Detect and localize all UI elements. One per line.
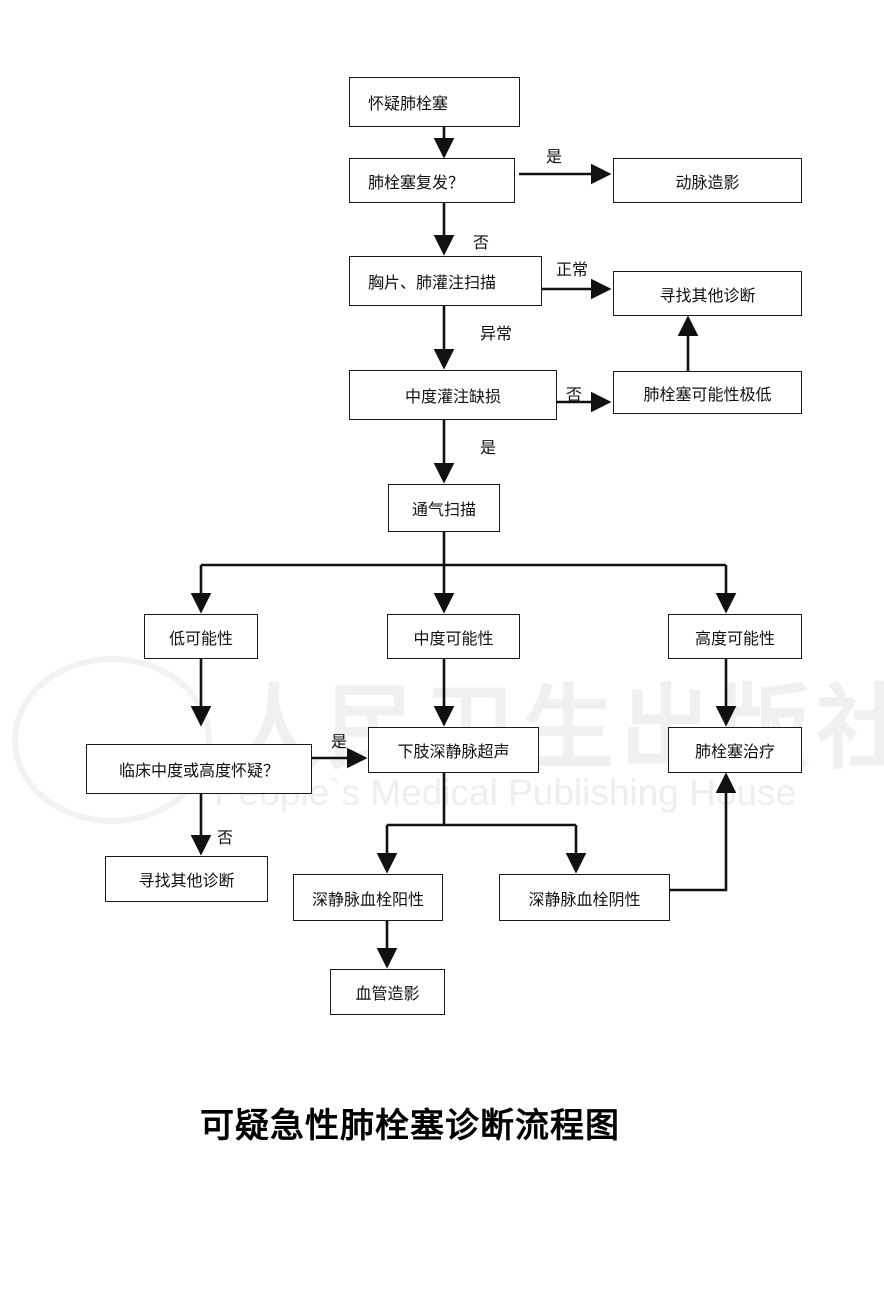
- node-pe-recurrent: 肺栓塞复发？: [349, 158, 515, 203]
- node-angiography: 血管造影: [330, 969, 445, 1015]
- node-suspect-pe: 怀疑肺栓塞: [349, 77, 520, 127]
- node-moderate-probability: 中度可能性: [387, 614, 520, 659]
- node-pe-treatment: 肺栓塞治疗: [668, 727, 802, 773]
- node-pe-very-unlikely: 肺栓塞可能性极低: [613, 371, 802, 414]
- node-find-other-diagnosis-2: 寻找其他诊断: [105, 856, 268, 902]
- page-title: 可疑急性肺栓塞诊断流程图: [200, 1106, 620, 1146]
- node-dvt-negative: 深静脉血栓阴性: [499, 874, 670, 921]
- node-ventilation-scan: 通气扫描: [388, 484, 500, 532]
- edge-label-scan-normal: 正常: [556, 260, 589, 279]
- node-low-probability: 低可能性: [144, 614, 258, 659]
- node-high-probability: 高度可能性: [668, 614, 802, 659]
- node-find-other-diagnosis-1: 寻找其他诊断: [613, 271, 802, 316]
- node-chest-xray-perfusion-scan: 胸片、肺灌注扫描: [349, 256, 542, 306]
- edge-label-recurrent-yes: 是: [546, 147, 563, 166]
- arrow-dvt-negative-to-treatment: [669, 772, 737, 892]
- edge-label-defect-no: 否: [566, 385, 583, 404]
- node-arteriography: 动脉造影: [613, 158, 802, 203]
- node-moderate-perfusion-defect: 中度灌注缺损: [349, 370, 557, 420]
- node-dvt-positive: 深静脉血栓阳性: [293, 874, 443, 921]
- edge-label-scan-abnormal: 异常: [480, 324, 513, 343]
- node-leg-vein-ultrasound: 下肢深静脉超声: [368, 727, 539, 773]
- edge-label-suspicion-no: 否: [217, 828, 234, 847]
- edge-label-suspicion-yes: 是: [331, 732, 348, 751]
- node-clinical-suspicion: 临床中度或高度怀疑？: [86, 744, 312, 794]
- edge-label-defect-yes: 是: [480, 438, 497, 457]
- edge-label-recurrent-no: 否: [473, 233, 490, 252]
